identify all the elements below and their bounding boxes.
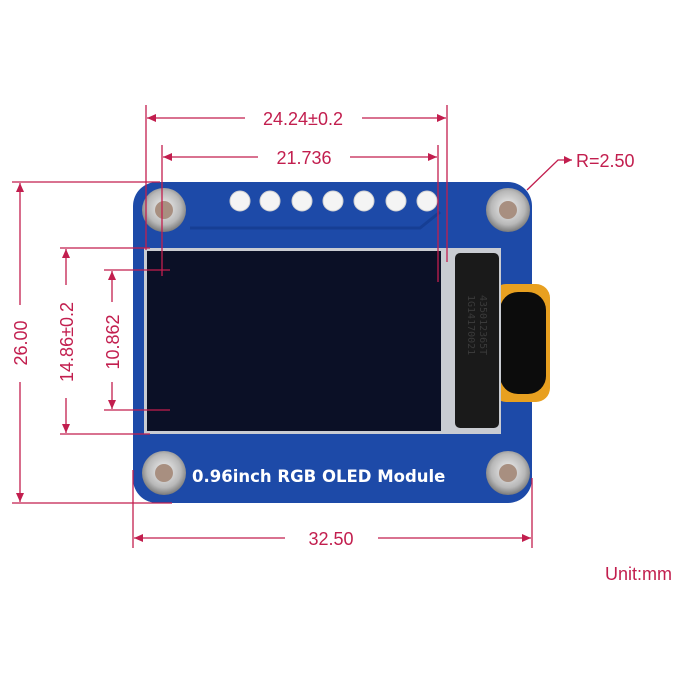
screw-bottom-right [486,451,530,495]
module-label: 0.96inch RGB OLED Module [192,467,445,486]
header-pins [229,190,438,212]
display-connector [455,253,499,428]
dim-pcb-width: 32.50 [132,470,533,549]
dim-label-display-width: 24.24±0.2 [263,109,343,129]
pcb-trace [190,210,441,230]
dim-display-width: 24.24±0.2 [145,105,448,262]
screw-bottom-left [142,451,186,495]
screw-top-right [486,188,530,232]
screw-top-left [142,188,186,232]
dim-display-height: 14.86±0.2 [57,247,150,435]
oled-active-area [147,251,441,431]
dim-label-active-height: 10.862 [103,314,123,369]
dim-active-width: 21.736 [161,145,439,282]
dim-corner-radius: R=2.50 [526,151,635,191]
unit-label: Unit:mm [605,564,672,584]
dim-label-pcb-height: 26.00 [11,320,31,365]
dim-label-corner-radius: R=2.50 [576,151,635,171]
dim-label-display-height: 14.86±0.2 [57,302,77,382]
connector-text-1: 435012365T [477,295,488,355]
dim-active-height: 10.862 [103,269,170,411]
connector-text-2: 1G14170021 [465,295,476,355]
dim-label-active-width: 21.736 [276,148,331,168]
dim-label-pcb-width: 32.50 [308,529,353,549]
dim-pcb-height: 26.00 [11,181,172,504]
